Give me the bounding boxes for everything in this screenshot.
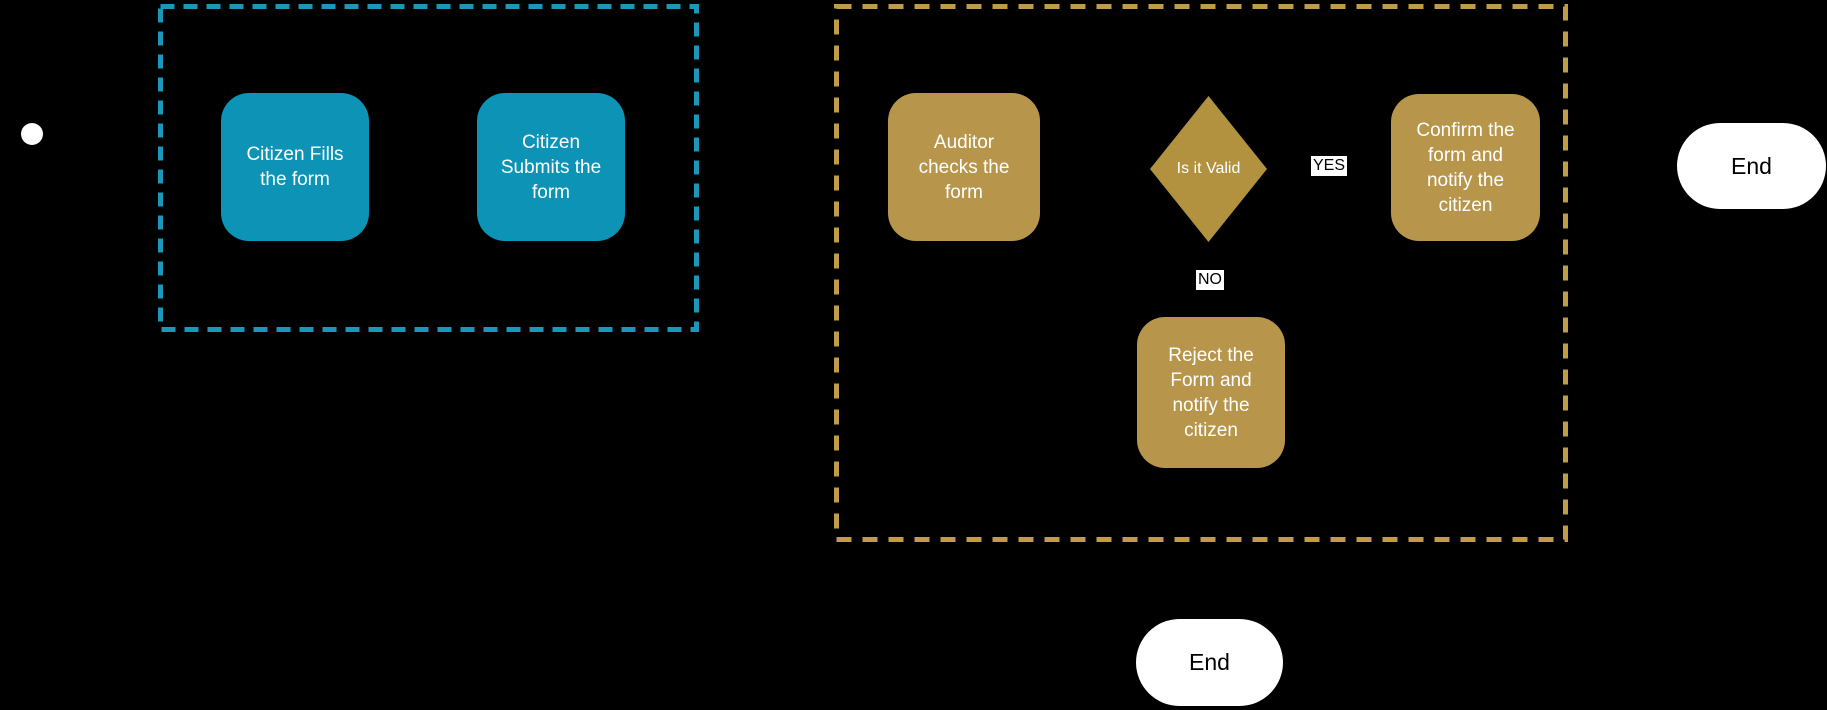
node-label: Is it Valid [1176, 160, 1241, 177]
node-reject-notify[interactable]: Reject the Form and notify the citizen [1137, 317, 1285, 468]
node-label: End [1189, 649, 1230, 675]
end-node-bottom[interactable]: End [1136, 619, 1283, 706]
end-node-right[interactable]: End [1677, 123, 1826, 209]
node-label: Auditor checks the form [888, 130, 1040, 205]
node-label: Citizen Fills the form [221, 142, 369, 192]
citizen-lane-border[interactable] [158, 4, 699, 332]
node-label-line: notify the [1426, 169, 1505, 191]
node-auditor-checks[interactable]: Auditor checks the form [888, 93, 1040, 241]
node-label-line: Confirm the [1416, 119, 1515, 141]
node-label-line: checks the [918, 156, 1010, 178]
node-citizen-fills[interactable]: Citizen Fills the form [221, 93, 369, 241]
node-label-line: Citizen Fills [246, 144, 344, 165]
node-label-line: Citizen [521, 131, 581, 153]
edge-label-no[interactable]: NO [1196, 270, 1224, 290]
node-confirm-notify[interactable]: Confirm the form and notify the citizen [1391, 94, 1540, 241]
auditor-lane-border[interactable] [834, 4, 1568, 542]
node-label-line: citizen [1184, 419, 1238, 441]
node-label: Citizen Submits the form [477, 130, 625, 205]
node-label-line: Form and [1170, 369, 1252, 391]
node-label-line: form [945, 181, 983, 203]
node-label: Reject the Form and notify the citizen [1137, 343, 1285, 443]
node-label: Confirm the form and notify the citizen [1391, 118, 1540, 218]
node-label-line: notify the [1172, 394, 1250, 416]
node-label-line: the form [260, 169, 330, 190]
node-label-line: Submits the [500, 156, 602, 178]
node-label-line: form and [1428, 144, 1503, 166]
node-label-line: citizen [1438, 194, 1493, 216]
node-label-line: form [532, 181, 570, 203]
start-node-circle[interactable] [21, 123, 43, 145]
node-citizen-submits[interactable]: Citizen Submits the form [477, 93, 625, 241]
node-label: End [1731, 152, 1772, 179]
edge-label-yes[interactable]: YES [1311, 156, 1348, 176]
node-label-line: Auditor [933, 131, 995, 153]
node-label-line: Reject the [1168, 344, 1254, 366]
